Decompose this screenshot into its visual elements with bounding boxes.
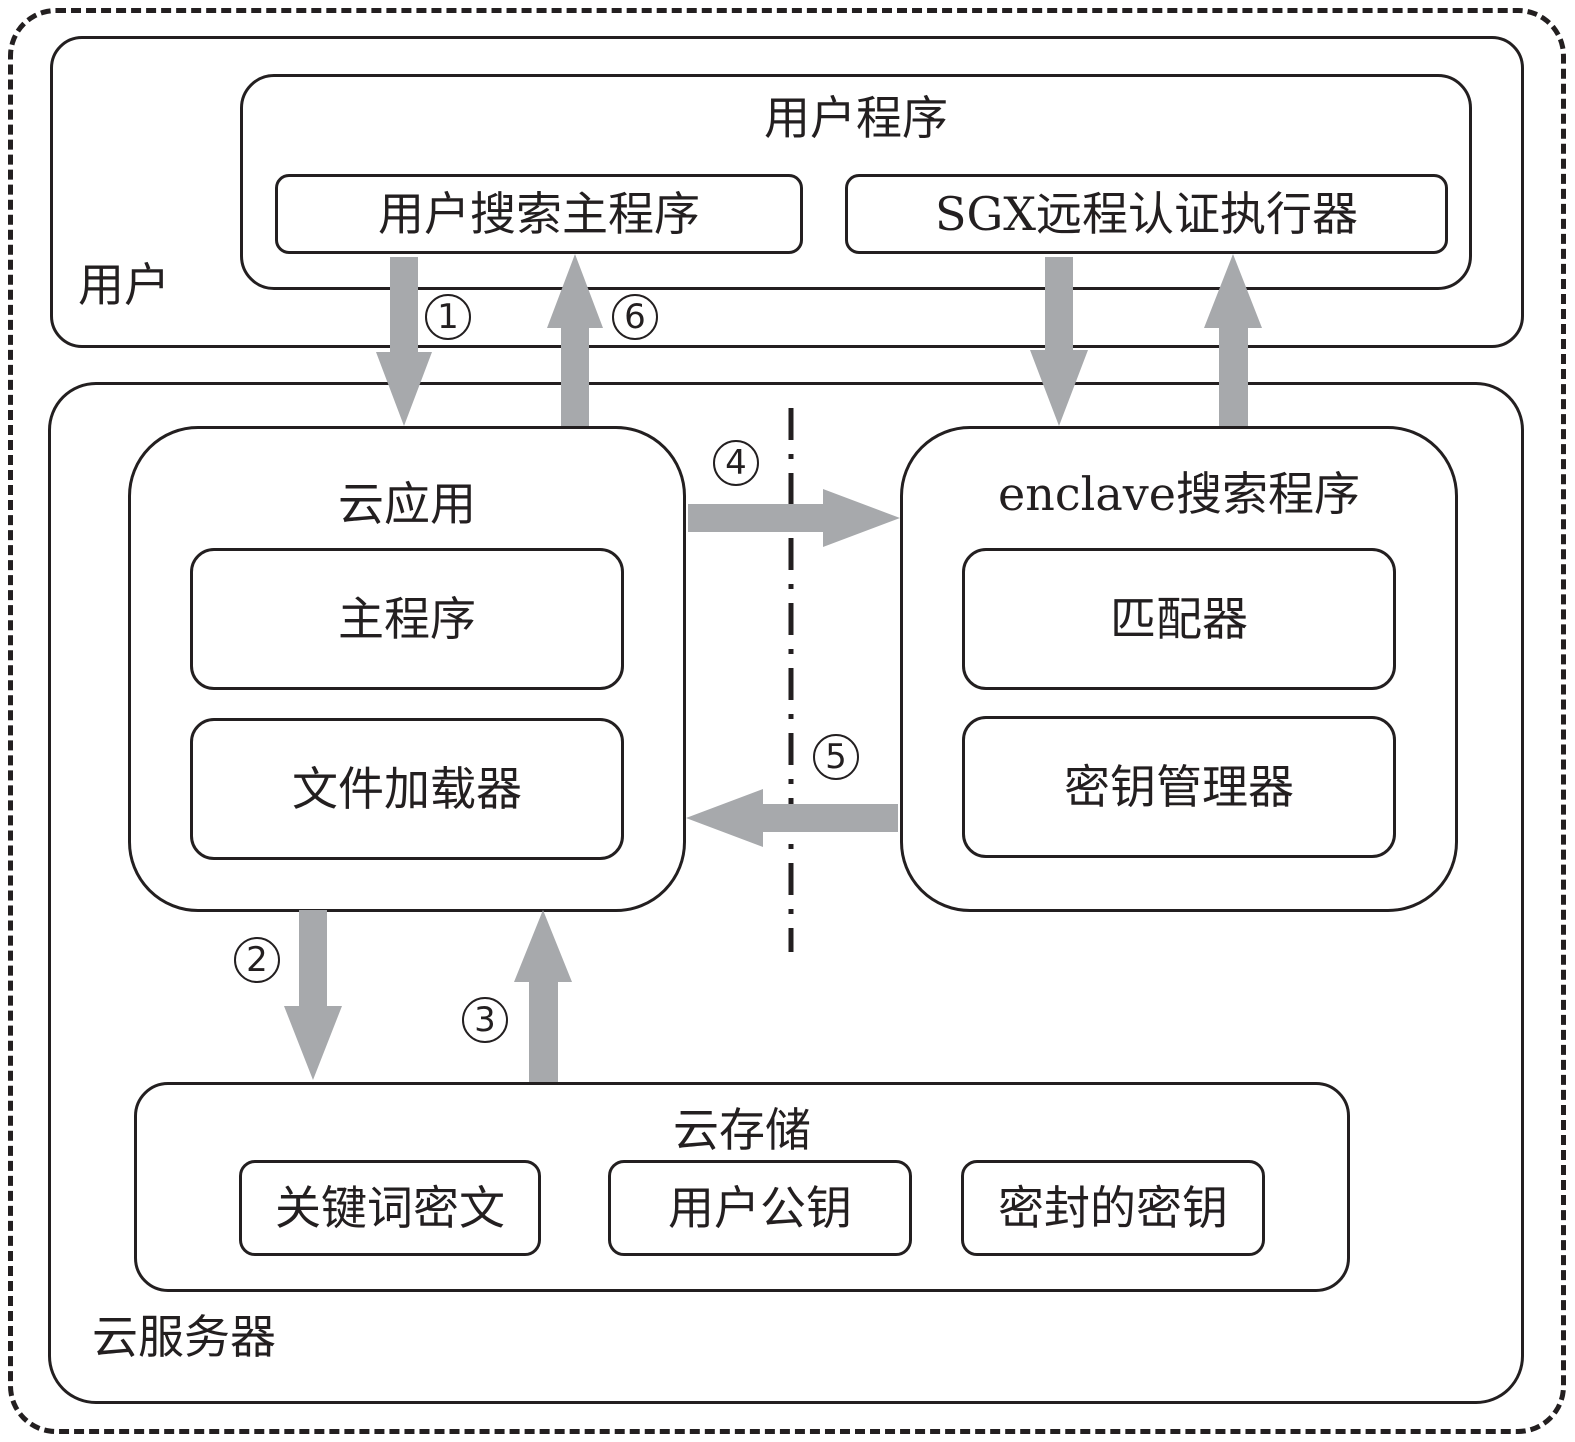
key-manager-label: 密钥管理器: [1064, 760, 1294, 814]
matcher-box: 匹配器: [962, 548, 1396, 690]
user-program-title: 用户程序: [764, 91, 948, 145]
step-4-marker: 4: [713, 440, 759, 486]
main-program-label: 主程序: [338, 592, 476, 646]
key-manager-box: 密钥管理器: [962, 716, 1396, 858]
user-search-main-box: 用户搜索主程序: [275, 174, 803, 254]
step-2-marker: 2: [234, 937, 280, 983]
user-search-main-label: 用户搜索主程序: [378, 187, 700, 241]
step-6-marker: 6: [612, 294, 658, 340]
arrow-step-4: [688, 489, 900, 547]
arrow-step-1: [376, 257, 432, 426]
user-public-key-label: 用户公钥: [668, 1181, 852, 1235]
cloud-server-region-label: 云服务器: [92, 1310, 276, 1364]
sealed-key-box: 密封的密钥: [961, 1160, 1265, 1256]
main-program-box: 主程序: [190, 548, 624, 690]
file-loader-box: 文件加载器: [190, 718, 624, 860]
arrow-sgx-to-enclave: [1030, 257, 1088, 426]
cloud-app-title: 云应用: [338, 477, 476, 531]
sgx-attestor-box: SGX远程认证执行器: [845, 174, 1448, 254]
file-loader-label: 文件加载器: [292, 762, 522, 816]
arrow-step-3: [514, 910, 572, 1082]
arrow-step-2: [284, 910, 342, 1080]
user-region-label: 用户: [78, 258, 170, 312]
user-public-key-box: 用户公钥: [608, 1160, 912, 1256]
cloud-storage-title: 云存储: [673, 1103, 811, 1157]
keyword-ciphertext-box: 关键词密文: [239, 1160, 541, 1256]
step-5-marker: 5: [813, 734, 859, 780]
arrow-step-6: [547, 254, 603, 426]
enclave-title: enclave搜索程序: [998, 467, 1360, 521]
sealed-key-label: 密封的密钥: [998, 1181, 1228, 1235]
step-3-marker: 3: [462, 997, 508, 1043]
matcher-label: 匹配器: [1110, 592, 1248, 646]
keyword-ciphertext-label: 关键词密文: [275, 1181, 505, 1235]
sgx-attestor-label: SGX远程认证执行器: [934, 187, 1358, 241]
arrow-step-5: [686, 789, 898, 847]
system-boundary: [8, 8, 1566, 1434]
step-1-marker: 1: [425, 294, 471, 340]
arrow-enclave-to-sgx: [1204, 254, 1262, 426]
